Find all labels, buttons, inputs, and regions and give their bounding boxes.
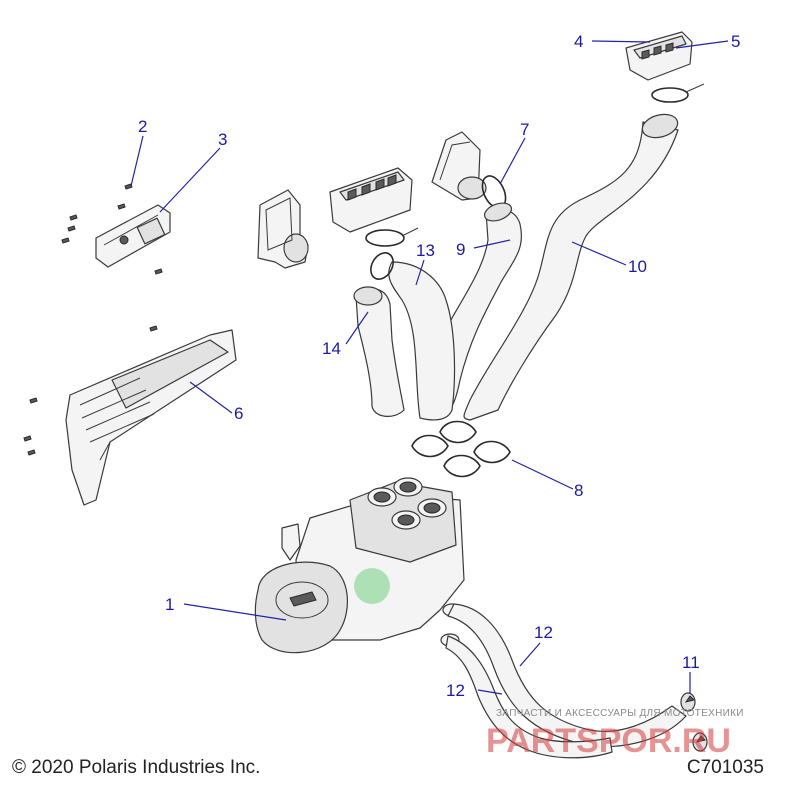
callout-1: 1	[165, 595, 174, 614]
watermark: ЗАПЧАСТИ И АКСЕССУАРЫ ДЛЯ МОТОТЕХНИКИ PA…	[486, 708, 744, 760]
front-duct-14-part	[353, 286, 405, 417]
callout-14: 14	[322, 339, 341, 358]
heater-hose-part	[445, 603, 687, 759]
screw-icons	[23, 183, 163, 456]
floor-vent-duct-part	[65, 329, 237, 506]
callout-12-upper: 12	[534, 623, 553, 642]
callout-5: 5	[731, 32, 740, 51]
callout-10: 10	[628, 257, 647, 276]
highlight-marker	[354, 568, 390, 604]
callout-6: 6	[234, 404, 243, 423]
callout-4: 4	[574, 32, 583, 51]
clamp-ring-left	[365, 227, 419, 247]
callout-8: 8	[574, 481, 583, 500]
callout-2: 2	[138, 117, 147, 136]
clamp-ring-5	[651, 83, 705, 103]
gasket-set-part	[411, 420, 511, 478]
callout-9: 9	[456, 240, 465, 259]
hose-clamp-part	[680, 692, 708, 752]
leader-lines	[130, 40, 729, 695]
callout-12-lower: 12	[446, 681, 465, 700]
center-louver-vent-part	[329, 167, 413, 233]
long-duct-part	[463, 113, 679, 421]
control-bracket-part	[95, 204, 171, 268]
defrost-vent-part	[625, 31, 693, 81]
callout-13: 13	[416, 241, 435, 260]
callout-11: 11	[682, 653, 700, 672]
figure-code: C701035	[686, 757, 764, 778]
callout-7: 7	[520, 120, 529, 139]
heater-box-assembly-part	[254, 477, 465, 654]
copyright-text: © 2020 Polaris Industries Inc.	[12, 757, 261, 778]
callout-3: 3	[218, 130, 227, 149]
front-duct-13-part	[370, 252, 456, 421]
side-vent-housing-part	[257, 189, 309, 269]
watermark-brand: PARTSPOR.RU	[486, 722, 731, 760]
callout-labels: 1 2 3 4 5 6 7 8 9 10 11 12 12 13 14	[138, 32, 740, 700]
dash-vent-housing-part	[431, 131, 487, 201]
watermark-tagline: ЗАПЧАСТИ И АКСЕССУАРЫ ДЛЯ МОТОТЕХНИКИ	[496, 708, 744, 719]
